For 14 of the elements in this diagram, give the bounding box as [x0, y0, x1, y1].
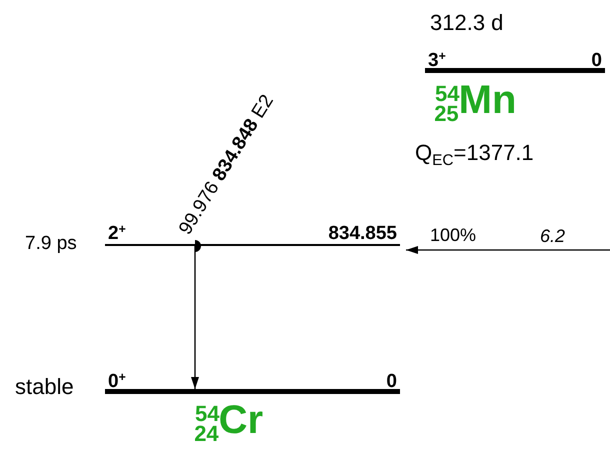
spin-parity: 2$^{+}$: [108, 224, 126, 243]
half-life: 312.3 d: [430, 12, 504, 34]
q-value: Q$_{EC}$=1377.1: [415, 140, 534, 166]
spin-parity: 3$^{+}$: [428, 51, 446, 70]
half-life: 7.9 ps: [25, 234, 77, 253]
spin-parity: 0$^{+}$: [108, 372, 126, 391]
level-energy: 0: [386, 372, 397, 391]
log-ft-value: 6.2: [540, 226, 566, 248]
transition-arrow: [191, 240, 201, 389]
transition-arrow: [406, 246, 610, 254]
half-life: stable: [15, 376, 74, 398]
edge-label: 100%: [430, 226, 476, 244]
level-energy: 834.855: [328, 224, 397, 243]
level-energy: 0: [591, 51, 602, 70]
